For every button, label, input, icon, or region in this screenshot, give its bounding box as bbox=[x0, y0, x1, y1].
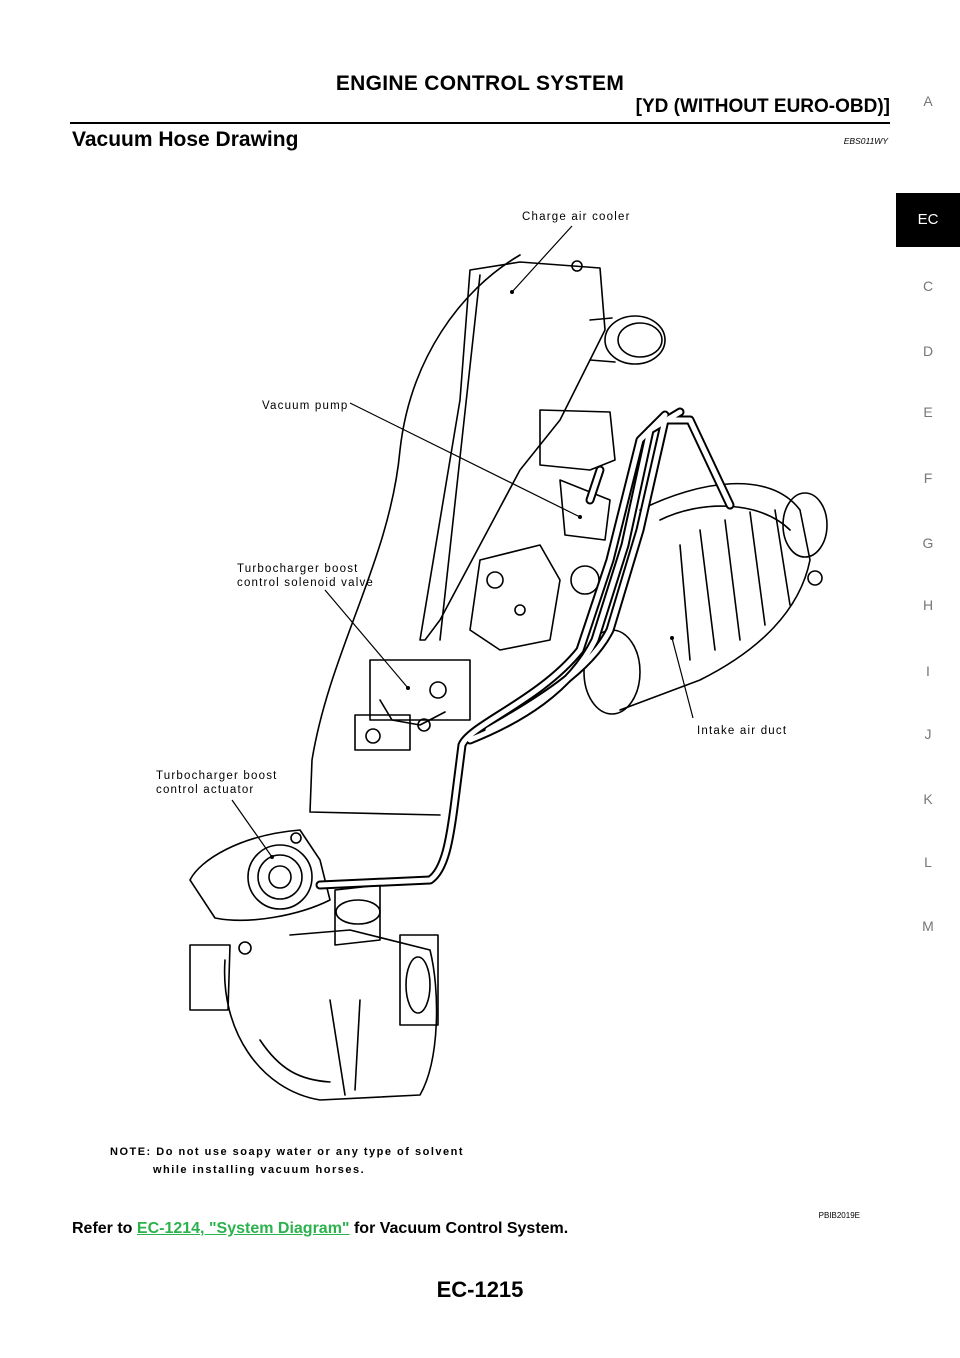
turbocharger-housing bbox=[223, 929, 438, 1101]
label-actuator-1: Turbocharger boost bbox=[156, 770, 278, 782]
note-line-2: while installing vacuum horses. bbox=[153, 1164, 366, 1176]
refer-text: Refer to EC-1214, "System Diagram" for V… bbox=[72, 1220, 569, 1237]
tab-l[interactable]: L bbox=[924, 854, 932, 870]
page-number: EC-1215 bbox=[436, 1277, 524, 1302]
leader-charge-air-cooler bbox=[511, 225, 573, 293]
page-header-title: ENGINE CONTROL SYSTEM bbox=[335, 72, 625, 95]
label-charge-air-cooler: Charge air cooler bbox=[522, 211, 631, 223]
cooler-outlet-pipe bbox=[604, 315, 666, 365]
tab-m[interactable]: M bbox=[922, 918, 934, 934]
duct-clamp bbox=[782, 492, 828, 558]
charge-air-cooler-body bbox=[419, 261, 606, 641]
actuator-bracket bbox=[189, 829, 331, 922]
label-solenoid-valve-2: control solenoid valve bbox=[237, 577, 374, 589]
label-solenoid-valve-1: Turbocharger boost bbox=[237, 563, 359, 575]
engine-outline bbox=[309, 254, 521, 816]
tab-j[interactable]: J bbox=[924, 726, 932, 742]
label-vacuum-pump: Vacuum pump bbox=[262, 400, 349, 412]
page-header-subtitle: [YD (WITHOUT EURO-OBD)] bbox=[635, 96, 890, 117]
intake-air-duct bbox=[619, 482, 811, 711]
figure-code: PBIB2019E bbox=[818, 1211, 860, 1220]
vacuum-pump bbox=[559, 479, 611, 541]
tab-a[interactable]: A bbox=[923, 93, 933, 109]
tab-e[interactable]: E bbox=[923, 404, 933, 420]
tab-h[interactable]: H bbox=[922, 597, 934, 613]
system-diagram-link[interactable]: EC-1214, "System Diagram" bbox=[136, 1220, 350, 1237]
turbo-bracket bbox=[189, 944, 231, 1011]
leader-actuator bbox=[231, 799, 273, 858]
cooler-bolt bbox=[571, 260, 583, 272]
leader-solenoid-valve bbox=[324, 589, 409, 689]
leader-intake-air-duct bbox=[671, 637, 694, 719]
tab-i[interactable]: I bbox=[926, 663, 930, 679]
tab-d[interactable]: D bbox=[922, 343, 934, 359]
boost-control-actuator bbox=[247, 844, 313, 910]
label-intake-air-duct: Intake air duct bbox=[697, 725, 787, 737]
tab-c[interactable]: C bbox=[922, 278, 934, 294]
tab-ec[interactable]: EC bbox=[896, 193, 960, 247]
tab-g[interactable]: G bbox=[922, 535, 934, 551]
tab-k[interactable]: K bbox=[923, 791, 933, 807]
solenoid-valve bbox=[369, 659, 471, 721]
label-actuator-2: control actuator bbox=[156, 784, 254, 796]
engine-block-mid bbox=[469, 544, 561, 651]
section-code: EBS011WY bbox=[843, 136, 888, 146]
header-divider bbox=[70, 122, 890, 124]
pump-bracket bbox=[539, 409, 616, 471]
tab-f[interactable]: F bbox=[923, 470, 933, 486]
leader-vacuum-pump bbox=[349, 402, 581, 518]
figure-note: NOTE: Do not use soapy water or any type… bbox=[110, 1143, 464, 1179]
vacuum-hose-main bbox=[315, 410, 670, 890]
note-line-1: NOTE: Do not use soapy water or any type… bbox=[110, 1146, 464, 1158]
section-title: Vacuum Hose Drawing bbox=[72, 128, 299, 151]
